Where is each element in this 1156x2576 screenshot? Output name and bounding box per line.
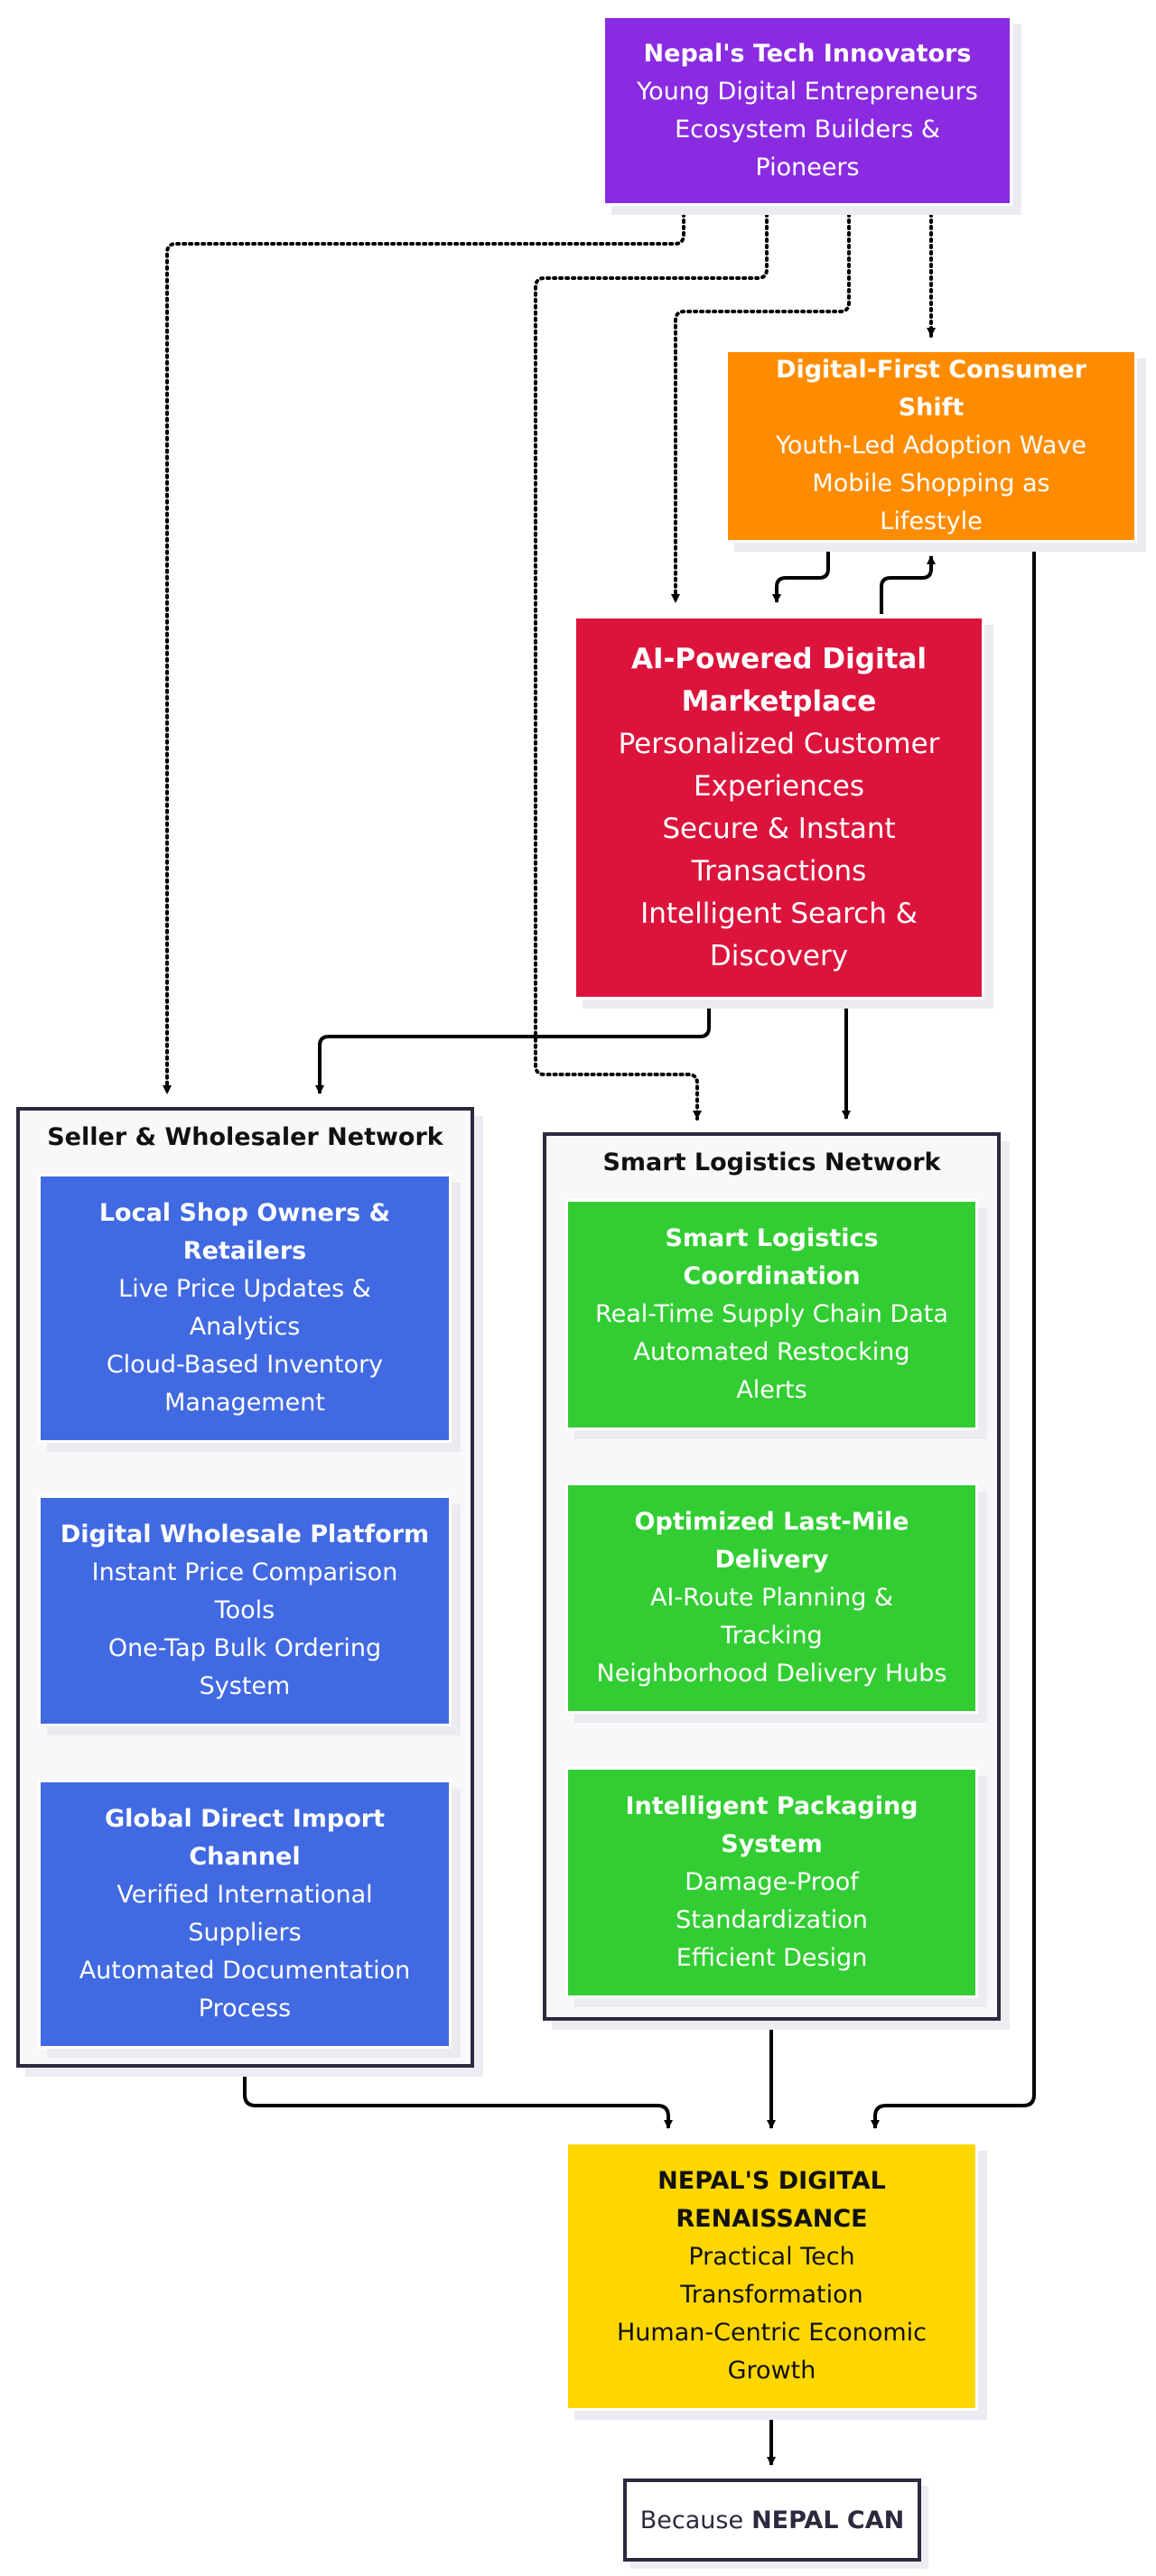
node-wholesale-platform-line-4: System xyxy=(199,1672,291,1700)
node-ai-marketplace-line-4: Transactions xyxy=(691,854,867,888)
node-shop-owners-line-3: Cloud-Based Inventory xyxy=(106,1351,384,1379)
node-consumer-shift-title: Digital-First Consumer Shift xyxy=(776,356,1086,422)
edge-innovators-to-marketplace xyxy=(671,206,851,604)
node-digital-renaissance-title-2: RENAISSANCE xyxy=(676,2205,868,2233)
node-ai-marketplace-line-6: Discovery xyxy=(709,939,849,972)
node-packaging-system-title-1: Intelligent Packaging xyxy=(625,1792,918,1820)
node-import-channel-line-4: Process xyxy=(198,1995,292,2023)
node-tech-innovators-line-1: Young Digital Entrepreneurs xyxy=(637,77,978,106)
node-wholesale-platform-line-3: One-Tap Bulk Ordering xyxy=(107,1634,382,1662)
node-packaging-system: Intelligent Packaging System Damage-Proo… xyxy=(565,1767,978,1998)
node-nepal-can-emphasis: NEPAL CAN xyxy=(751,2506,905,2534)
node-tech-innovators: Nepal's Tech Innovators Young Digital En… xyxy=(602,15,1012,206)
node-wholesale-platform-title: Digital Wholesale Platform xyxy=(60,1520,430,1548)
node-ai-marketplace-line-5: Intelligent Search & xyxy=(640,897,918,930)
node-consumer-shift: Digital-First Consumer Shift Youth-Led A… xyxy=(725,349,1137,543)
node-ai-marketplace-line-2: Experiences xyxy=(693,769,865,803)
node-packaging-system-title-2: System xyxy=(721,1830,823,1858)
node-shop-owners-title-2: Retailers xyxy=(182,1237,307,1265)
edge-marketplace-to-seller-network xyxy=(315,1001,711,1094)
edge-seller-network-to-renaissance xyxy=(243,2069,673,2129)
node-tech-innovators-line-2: Ecosystem Builders & xyxy=(675,115,940,144)
node-ai-marketplace-title-2: Marketplace xyxy=(681,684,877,718)
node-logistics-coordination-line-2: Automated Restocking xyxy=(633,1338,910,1366)
node-wholesale-platform-line-1: Instant Price Comparison xyxy=(91,1558,398,1586)
node-digital-renaissance-line-1: Practical Tech xyxy=(688,2243,855,2271)
cluster-seller-title: Seller & Wholesaler Network xyxy=(47,1123,443,1151)
node-last-mile-delivery-title-2: Delivery xyxy=(714,1546,829,1574)
node-last-mile-delivery-title-1: Optimized Last-Mile xyxy=(634,1508,909,1536)
edge-innovators-to-seller-network xyxy=(163,206,685,1095)
node-consumer-shift-line-1: Youth-Led Adoption Wave xyxy=(775,432,1087,460)
node-digital-renaissance-line-3: Human-Centric Economic xyxy=(616,2319,927,2347)
node-shop-owners-line-1: Live Price Updates & xyxy=(118,1275,371,1303)
node-import-channel-title-2: Channel xyxy=(189,1843,301,1871)
node-nepal-can-prefix: Because xyxy=(639,2506,744,2534)
node-logistics-coordination-line-1: Real-Time Supply Chain Data xyxy=(595,1300,948,1328)
node-last-mile-delivery: Optimized Last-Mile Delivery AI-Route Pl… xyxy=(565,1483,978,1714)
edge-marketplace-to-consumer xyxy=(880,555,936,614)
node-import-channel-line-3: Automated Documentation xyxy=(79,1957,411,1985)
node-digital-renaissance-title-1: NEPAL'S DIGITAL xyxy=(657,2167,886,2195)
node-last-mile-delivery-line-1: AI-Route Planning & xyxy=(649,1584,894,1612)
node-shop-owners-title-1: Local Shop Owners & xyxy=(98,1199,391,1227)
node-consumer-shift-line-2: Mobile Shopping as xyxy=(812,470,1050,498)
node-import-channel: Global Direct Import Channel Verified In… xyxy=(38,1780,452,2049)
node-packaging-system-line-2: Standardization xyxy=(676,1906,868,1934)
node-digital-renaissance: NEPAL'S DIGITAL RENAISSANCE Practical Te… xyxy=(565,2142,978,2411)
node-nepal-can: Because NEPAL CAN xyxy=(623,2478,921,2562)
node-consumer-shift-line-3: Lifestyle xyxy=(880,507,983,535)
node-ai-marketplace-line-3: Secure & Instant xyxy=(662,812,896,845)
node-wholesale-platform: Digital Wholesale Platform Instant Price… xyxy=(38,1495,452,1726)
node-shop-owners-line-4: Management xyxy=(164,1389,325,1417)
node-logistics-coordination-title-2: Coordination xyxy=(683,1262,861,1290)
node-import-channel-line-1: Verified International xyxy=(117,1881,373,1909)
node-tech-innovators-title: Nepal's Tech Innovators xyxy=(643,39,972,68)
cluster-logistics-title: Smart Logistics Network xyxy=(602,1149,941,1176)
node-digital-renaissance-line-4: Growth xyxy=(727,2357,816,2385)
node-shop-owners-line-2: Analytics xyxy=(189,1313,301,1341)
node-logistics-coordination-line-3: Alerts xyxy=(736,1376,807,1404)
node-ai-marketplace-title-1: AI-Powered Digital xyxy=(631,642,927,675)
node-ai-marketplace-line-1: Personalized Customer xyxy=(618,727,940,760)
edge-consumer-to-renaissance xyxy=(871,544,1036,2129)
edge-innovators-to-logistics-network xyxy=(534,206,769,1121)
node-last-mile-delivery-line-3: Neighborhood Delivery Hubs xyxy=(596,1660,947,1688)
node-import-channel-title-1: Global Direct Import xyxy=(104,1805,386,1833)
node-packaging-system-line-1: Damage-Proof xyxy=(685,1868,859,1896)
node-packaging-system-line-3: Efficient Design xyxy=(676,1944,868,1972)
node-ai-marketplace: AI-Powered Digital Marketplace Personali… xyxy=(573,616,984,1000)
node-import-channel-line-2: Suppliers xyxy=(188,1919,302,1947)
node-logistics-coordination-title-1: Smart Logistics xyxy=(665,1224,879,1252)
node-digital-renaissance-line-2: Transformation xyxy=(680,2281,863,2309)
node-shop-owners: Local Shop Owners & Retailers Live Price… xyxy=(38,1174,452,1443)
node-tech-innovators-line-3: Pioneers xyxy=(755,153,860,181)
node-wholesale-platform-line-2: Tools xyxy=(214,1596,275,1624)
node-last-mile-delivery-line-2: Tracking xyxy=(721,1622,823,1650)
edge-consumer-to-marketplace xyxy=(772,544,830,603)
node-logistics-coordination: Smart Logistics Coordination Real-Time S… xyxy=(565,1199,978,1430)
